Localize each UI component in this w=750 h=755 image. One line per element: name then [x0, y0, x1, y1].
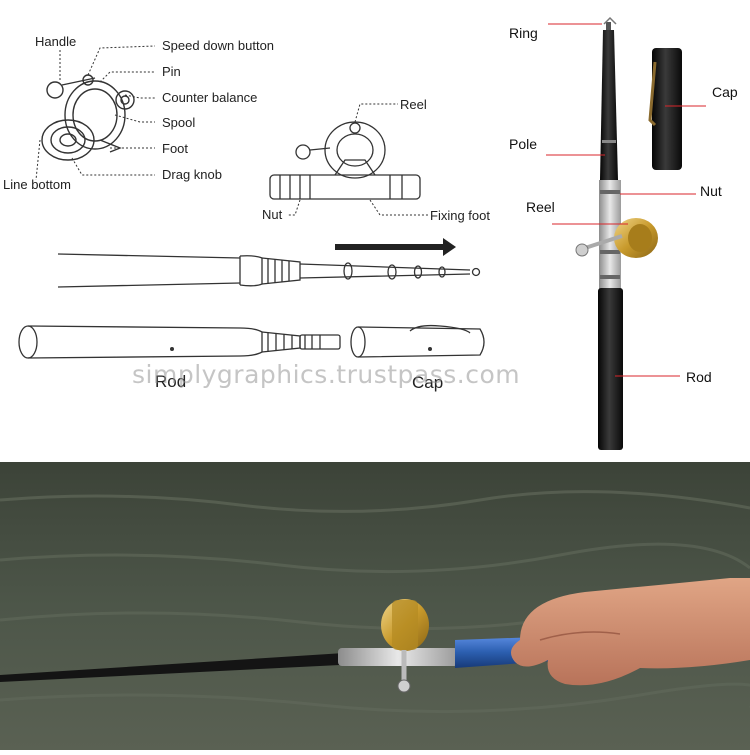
photo-label-rod: Rod [686, 369, 712, 385]
extended-rod-drawing [57, 253, 481, 288]
water-photo [0, 462, 750, 750]
label-rod-drawing: Rod [155, 372, 187, 391]
label-nut-drawing: Nut [262, 207, 283, 222]
watermark: simplygraphics.trustpass.com [132, 360, 521, 389]
pole-photo [575, 16, 658, 450]
collapsed-rod-drawing [18, 325, 341, 359]
mount-drawing [269, 121, 421, 200]
label-reel-drawing: Reel [400, 97, 427, 112]
label-counter-balance: Counter balance [162, 90, 258, 105]
label-fixing-foot: Fixing foot [430, 208, 490, 223]
label-drag-knob: Drag knob [162, 167, 222, 182]
photo-label-nut: Nut [700, 183, 722, 199]
photo-leader-lines [546, 23, 706, 377]
photo-label-pole: Pole [509, 136, 538, 152]
photo-label-cap: Cap [712, 84, 738, 100]
reel-drawing [41, 74, 135, 161]
mount-callout-lines [288, 103, 428, 216]
reel-callout-lines [35, 45, 156, 181]
part-dots [170, 347, 432, 351]
label-line-bottom: Line bottom [3, 177, 71, 192]
label-spool: Spool [162, 115, 196, 130]
label-cap-drawing: Cap [412, 373, 444, 392]
label-handle: Handle [35, 34, 77, 49]
label-speed-down-button: Speed down button [162, 38, 275, 53]
cap-photo [648, 48, 682, 170]
direction-arrow [335, 238, 456, 256]
cap-drawing [350, 324, 485, 358]
label-pin: Pin [162, 64, 181, 79]
photo-label-ring: Ring [509, 25, 538, 41]
label-foot: Foot [162, 141, 189, 156]
photo-label-reel: Reel [526, 199, 555, 215]
